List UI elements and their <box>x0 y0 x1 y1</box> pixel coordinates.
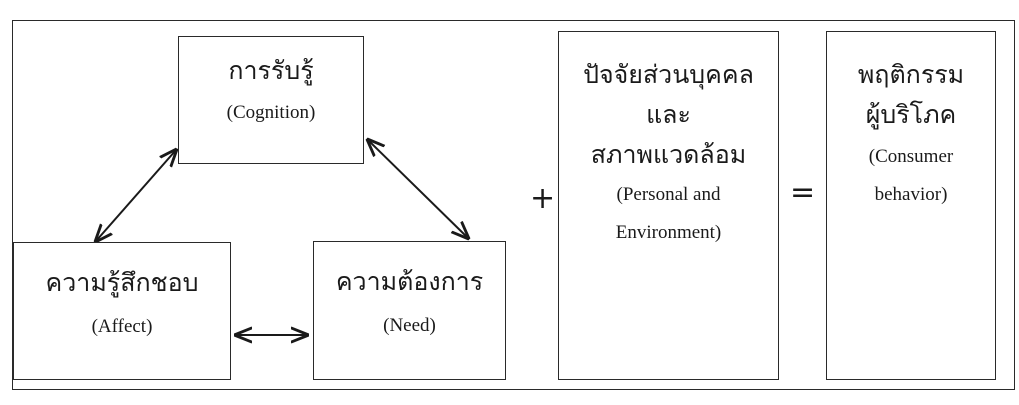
affect-thai-label: ความรู้สึกชอบ <box>45 270 199 297</box>
need-thai-label: ความต้องการ <box>335 269 484 296</box>
need-english-label: (Need) <box>383 315 436 336</box>
behavior-english-line-2: behavior) <box>874 184 948 205</box>
equals-operator: = <box>790 175 816 210</box>
affect-english-label: (Affect) <box>91 316 153 337</box>
behavior-line-1: พฤติกรรม <box>857 62 965 89</box>
personal-environment-box: ปัจจัยส่วนบุคคล และ สภาพแวดล้อม (Persona… <box>558 31 779 380</box>
diagram-frame <box>12 20 1015 390</box>
cognition-thai-label: การรับรู้ <box>228 58 314 85</box>
need-box: ความต้องการ (Need) <box>313 241 506 380</box>
consumer-behavior-box: พฤติกรรม ผู้บริโภค (Consumer behavior) <box>826 31 996 380</box>
behavior-english-line-1: (Consumer <box>868 146 954 167</box>
personal-english-line-1: (Personal and <box>616 184 721 205</box>
personal-english-line-2: Environment) <box>615 222 722 243</box>
personal-line-2: และ <box>646 102 691 129</box>
cognition-box: การรับรู้ (Cognition) <box>178 36 364 164</box>
personal-line-1: ปัจจัยส่วนบุคคล <box>583 62 754 89</box>
affect-box: ความรู้สึกชอบ (Affect) <box>13 242 231 380</box>
cognition-english-label: (Cognition) <box>226 102 316 123</box>
personal-line-3: สภาพแวดล้อม <box>590 142 747 169</box>
plus-operator: + <box>530 181 556 216</box>
behavior-line-2: ผู้บริโภค <box>865 102 957 129</box>
